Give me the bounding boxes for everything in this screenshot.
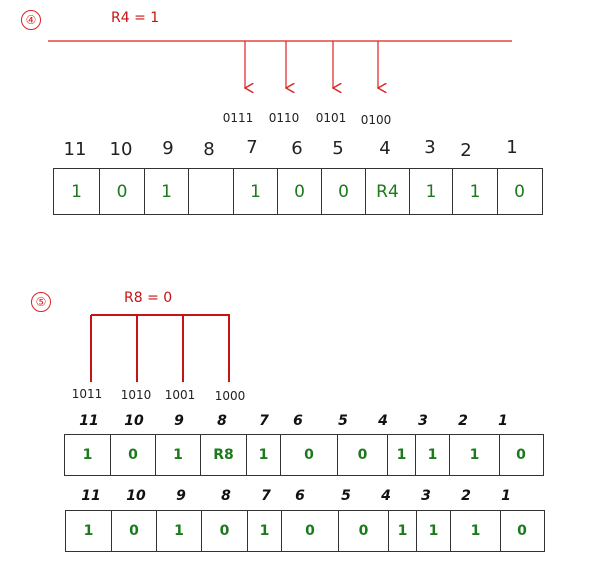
step-5-row2-bit-5: 0 — [338, 511, 388, 551]
step-5-row2-position-1: 1 — [501, 488, 511, 504]
step-5-row1-position-11: 11 — [79, 413, 99, 429]
step-5-row2-position-3: 3 — [421, 488, 431, 504]
step-4-position-7: 7 — [246, 137, 258, 158]
step-5-row1-position-2: 2 — [458, 413, 468, 429]
step-5-row2-bit-10: 0 — [111, 511, 156, 551]
step-5-row1-bit-1: 0 — [499, 435, 542, 475]
step-4-arrows — [48, 40, 512, 120]
step-5-row2-bit-6: 0 — [281, 511, 338, 551]
step-4-binary-4: 0100 — [360, 113, 392, 127]
step-5-row2-position-2: 2 — [461, 488, 471, 504]
step-5-row1-position-8: 8 — [217, 413, 227, 429]
step-5-row1-bit-2: 1 — [449, 435, 499, 475]
step-5-row2-bit-8: 0 — [201, 511, 247, 551]
step-5-row1-position-4: 4 — [378, 413, 388, 429]
step-4-bit-11: 1 — [71, 181, 82, 202]
step-5-bracket — [90, 314, 230, 382]
step-4-bit-9: 1 — [144, 169, 188, 214]
step-5-row1-position-1: 1 — [498, 413, 508, 429]
step-4-position-11: 11 — [63, 139, 87, 160]
step-5-row1-bit-4: 1 — [387, 435, 415, 475]
step-5-binary-9: 1001 — [164, 388, 196, 402]
step-4-position-5: 5 — [332, 138, 344, 159]
step-5-row1-bit-3: 1 — [415, 435, 449, 475]
step-4-position-8: 8 — [203, 139, 215, 160]
step-4-position-10: 10 — [109, 139, 133, 160]
step-4-position-3: 3 — [424, 137, 436, 158]
step-5-row1-bit-11: 1 — [82, 447, 93, 463]
step-5-marker: ⑤ — [31, 292, 51, 312]
step-5-row2-bit-4: 1 — [388, 511, 416, 551]
step-4-position-4: 4 — [379, 138, 391, 159]
step-5-row1-position-5: 5 — [338, 413, 348, 429]
step-4-binary-7: 0111 — [222, 111, 254, 125]
step-4-position-2: 2 — [460, 140, 472, 161]
step-4-bit-6: 0 — [277, 169, 321, 214]
step-4-position-9: 9 — [162, 138, 174, 159]
step-4-bit-row: 1 0 1 1 0 0 R4 1 1 0 — [53, 168, 543, 215]
step-5-row2-position-7: 7 — [261, 488, 271, 504]
step-5-row2-bit-11: 1 — [83, 523, 94, 539]
step-5-row1-bit-8: R8 — [200, 435, 246, 475]
step-5-row1-position-10: 10 — [124, 413, 144, 429]
step-5-row2-bit-3: 1 — [416, 511, 450, 551]
step-5-row1-bit-7: 1 — [246, 435, 280, 475]
step-5-row1-bit-10: 0 — [110, 435, 155, 475]
step-5-binary-11: 1011 — [71, 387, 103, 401]
step-5-row2-bit-7: 1 — [247, 511, 281, 551]
step-4-binary-5: 0101 — [315, 111, 347, 125]
step-5-row2-position-11: 11 — [81, 488, 101, 504]
step-5-row2-position-8: 8 — [221, 488, 231, 504]
step-5-row1-position-3: 3 — [418, 413, 428, 429]
step-4-bit-10: 0 — [99, 169, 144, 214]
step-5-row1-position-7: 7 — [259, 413, 269, 429]
step-5-row1-bit-9: 1 — [155, 435, 200, 475]
step-5-row2-position-4: 4 — [381, 488, 391, 504]
step-4-bit-2: 1 — [452, 169, 497, 214]
step-5-row2-position-6: 6 — [295, 488, 305, 504]
step-4-parity-label: R4 = 1 — [111, 10, 160, 26]
step-5-row2-bit-1: 0 — [500, 511, 543, 551]
step-5-bit-row-1: 1 0 1 R8 1 0 0 1 1 1 0 — [64, 434, 544, 476]
step-4-bit-4: R4 — [365, 169, 409, 214]
step-5-binary-10: 1010 — [120, 388, 152, 402]
step-5-row2-position-10: 10 — [126, 488, 146, 504]
step-5-row2-bit-2: 1 — [450, 511, 500, 551]
step-4-bit-5: 0 — [321, 169, 365, 214]
step-5-row2-position-5: 5 — [341, 488, 351, 504]
step-4-bit-3: 1 — [409, 169, 452, 214]
step-4-position-6: 6 — [291, 138, 303, 159]
step-5-row2-bit-9: 1 — [156, 511, 201, 551]
step-4-bit-8 — [188, 169, 233, 214]
step-4-bit-1: 0 — [497, 169, 541, 214]
step-5-row1-bit-5: 0 — [337, 435, 387, 475]
step-5-row1-position-9: 9 — [174, 413, 184, 429]
step-4-position-1: 1 — [506, 137, 518, 158]
step-5-parity-label: R8 = 0 — [124, 290, 173, 306]
step-5-row1-bit-6: 0 — [280, 435, 337, 475]
step-5-row1-position-6: 6 — [293, 413, 303, 429]
step-5-binary-8: 1000 — [214, 389, 246, 403]
step-4-marker: ④ — [21, 10, 41, 30]
step-4-bit-7: 1 — [233, 169, 277, 214]
step-5-bit-row-2: 1 0 1 0 1 0 0 1 1 1 0 — [65, 510, 545, 552]
step-5-row2-position-9: 9 — [176, 488, 186, 504]
step-4-binary-6: 0110 — [268, 111, 300, 125]
